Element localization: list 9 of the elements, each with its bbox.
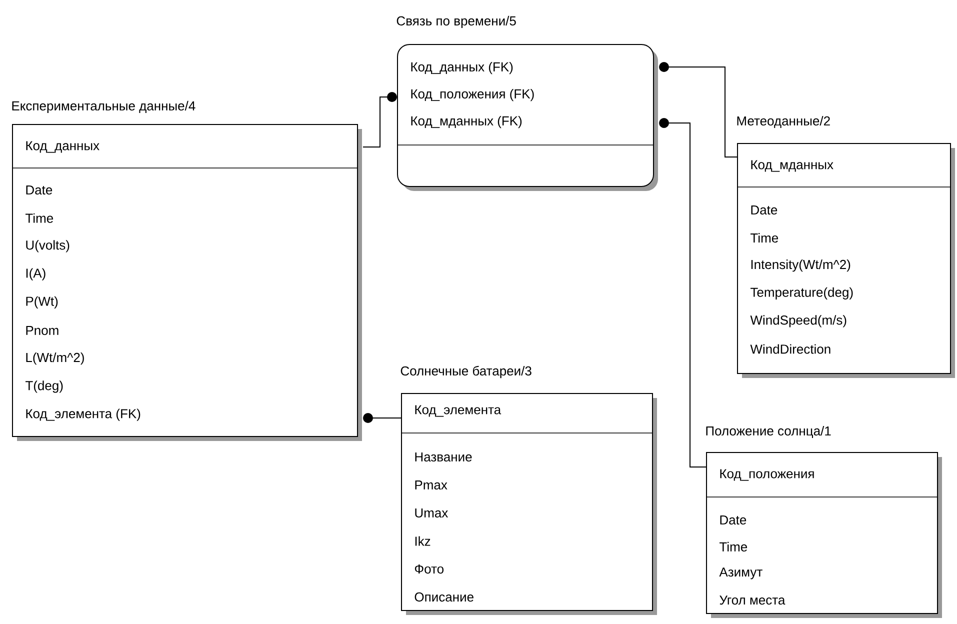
relationship-line (363, 413, 402, 423)
entity-title: Солнечные батареи/3 (400, 366, 532, 378)
relationship-line (659, 118, 706, 468)
relationship-line (659, 62, 738, 158)
entity-title: Експериментальные данные/4 (12, 100, 196, 114)
entity-title: Связь по времени/5 (396, 16, 516, 28)
relationship-line (362, 92, 397, 148)
entity-title: Метеоданные/2 (737, 116, 830, 128)
entity-title: Положение солнца/1 (706, 426, 831, 438)
